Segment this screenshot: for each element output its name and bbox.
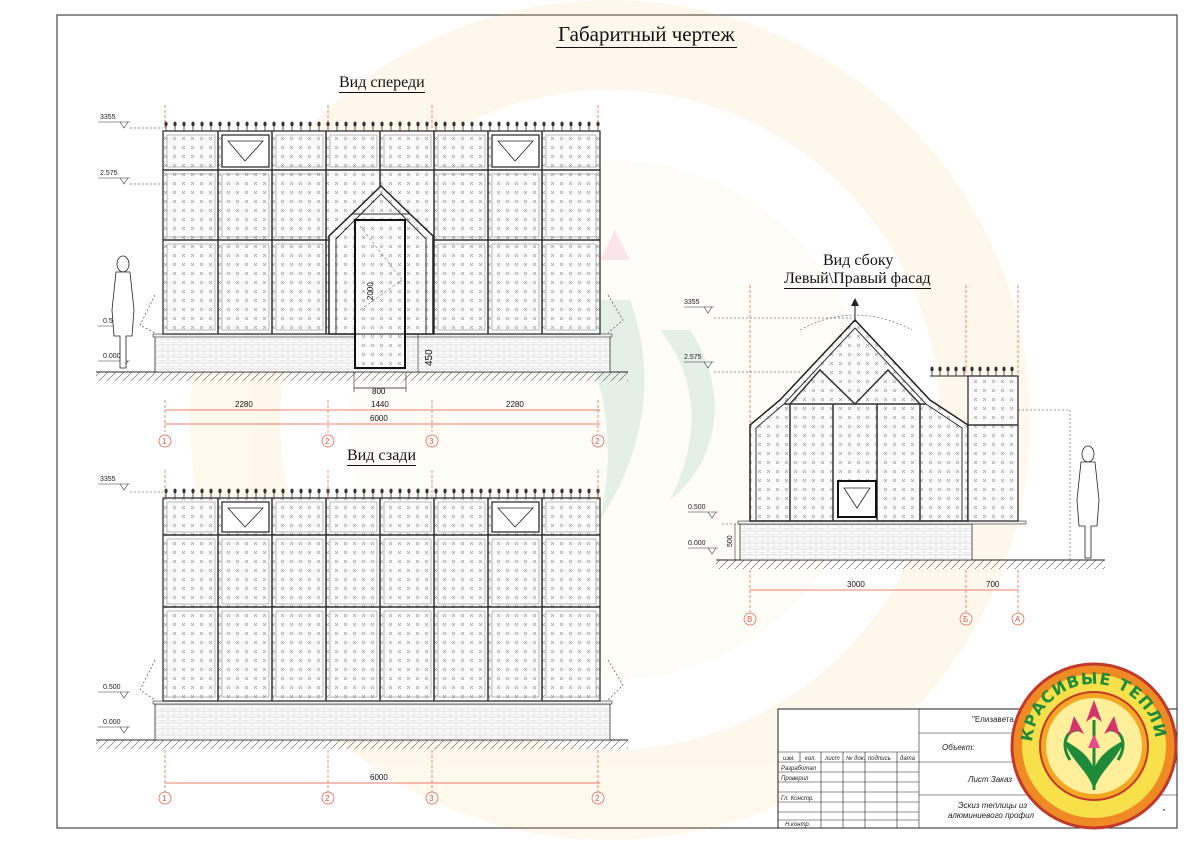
side-dim-main: 3000 [847, 580, 865, 589]
side-level-top: 3355 [684, 299, 700, 306]
front-axis-2: 2 [325, 437, 330, 446]
ridge-spike-icon [262, 121, 268, 132]
ridge-spike-icon [226, 121, 232, 132]
ridge-spike-icon [298, 121, 304, 132]
back-vent-right [491, 501, 540, 533]
side-dim-ext: 700 [986, 580, 1000, 589]
ridge-spike-icon [244, 121, 250, 132]
stamp-col-0: изм. [783, 756, 795, 762]
front-door-width: 800 [372, 387, 386, 396]
front-level-mid: 2.575 [100, 170, 118, 177]
ridge-spike-icon [172, 488, 178, 499]
side-plinth [739, 523, 973, 561]
back-level-zero: 0.000 [103, 719, 121, 726]
ridge-spike-icon [253, 121, 259, 132]
ridge-spike-icon [172, 121, 178, 132]
front-door-height: 2000 [366, 282, 375, 300]
ridge-spike-icon [280, 121, 286, 132]
side-plinth-height: 500 [727, 535, 734, 547]
ridge-spike-icon [208, 121, 214, 132]
stamp-col-2: лист [824, 756, 840, 762]
front-dim-left: 2280 [235, 400, 253, 409]
front-axis-1: 1 [162, 437, 167, 446]
front-view-title: Вид спереди [339, 74, 425, 93]
front-level-base: 0.500 [103, 318, 121, 325]
ridge-spike-icon [235, 121, 241, 132]
side-view: 3355 2.575 0.500 0.000 500 3000 700 В Б … [684, 285, 1105, 626]
ridge-spike-icon [199, 121, 205, 132]
side-axis-a: А [1015, 615, 1021, 624]
front-dim-total: 6000 [370, 414, 388, 423]
front-vent-left [221, 134, 270, 168]
side-axis-v: В [747, 615, 752, 624]
back-level-top: 3355 [100, 476, 116, 483]
stamp-desc1: Эскиз теплицы из [958, 801, 1027, 810]
back-axis-1: 1 [162, 794, 167, 803]
front-axis-3: 3 [429, 437, 434, 446]
back-view: 3355 0.500 0.000 6000 1 2 3 2 [96, 470, 628, 805]
side-axis-b: Б [963, 615, 968, 624]
side-view-title: Вид сбоку [823, 252, 894, 269]
back-view-title: Вид сзади [347, 447, 416, 466]
front-dim-center: 1440 [371, 400, 389, 409]
sheet-frame [56, 14, 1178, 829]
front-vent-right [491, 134, 540, 168]
ridge-spike-icon [181, 121, 187, 132]
front-level-top: 3355 [100, 114, 116, 121]
stamp-desc2: алюминиевого профил [948, 811, 1035, 820]
front-view: 3355 2.575 0.500 0.000 800 2000 450 [96, 105, 628, 448]
ridge-spike-icon [289, 121, 295, 132]
stamp-col-3: № док. [846, 755, 865, 762]
ridge-spike-icon [217, 121, 223, 132]
person-figure [111, 255, 135, 369]
front-dim-right: 2280 [506, 400, 524, 409]
stamp-client: "Елизавета [972, 715, 1014, 724]
stamp-col-5: дата [900, 756, 916, 762]
front-door [354, 219, 406, 369]
ridge-spike-icon [190, 121, 196, 132]
stamp-object: Объект: [942, 743, 975, 752]
front-level-zero: 0.000 [103, 353, 121, 360]
side-vent [837, 480, 877, 518]
back-axis-2: 2 [325, 794, 330, 803]
side-view-subtitle: Левый\Правый фасад [784, 270, 931, 289]
side-level-mid: 2.575 [684, 354, 702, 361]
back-dim-total: 6000 [370, 773, 388, 782]
stamp-col-4: подпись [868, 756, 891, 762]
back-vent-left [221, 501, 270, 533]
side-level-zero: 0.000 [688, 540, 706, 547]
side-extension [967, 375, 1019, 522]
ridge-spike-icon [271, 121, 277, 132]
stamp-sheet: Лист Заказ [967, 775, 1012, 784]
back-plinth [154, 703, 611, 741]
front-plinth-height: 450 [424, 349, 435, 366]
stamp-row-1: Проверил [781, 776, 809, 782]
ridge-spike-icon [190, 488, 196, 499]
stamp-col-1: кол. [805, 756, 816, 762]
ridge-spike-icon [181, 488, 187, 499]
stamp-row-5: Н.контр. [785, 822, 810, 828]
back-axis-3: 3 [429, 794, 434, 803]
stamp-tail: " [1162, 808, 1166, 817]
side-person-figure [1076, 445, 1100, 559]
back-level-base: 0.500 [103, 684, 121, 691]
stamp-row-0: Разработал [781, 766, 817, 772]
side-level-base: 0.500 [688, 504, 706, 511]
stamp-row-3: Гл. Констр. [781, 796, 814, 802]
main-title: Габаритный чертеж [556, 22, 737, 48]
front-axis-4: 2 [595, 437, 600, 446]
back-axis-4: 2 [595, 794, 600, 803]
